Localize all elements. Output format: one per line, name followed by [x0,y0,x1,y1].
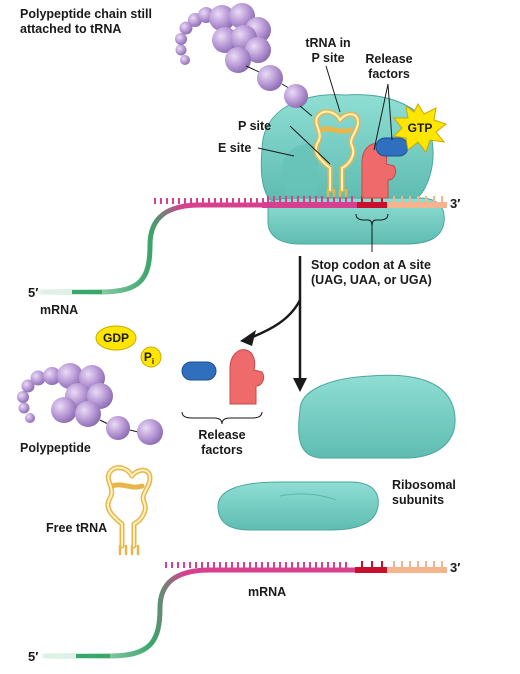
transition-arrows [249,256,302,380]
label-ribosomal-subunits-line1: Ribosomal [392,478,456,492]
release-factors-brace [181,411,263,425]
label-trna-p-site-line1: tRNA in [305,36,351,50]
arrow-head-down [293,378,307,392]
gtp-label: GTP [408,121,433,135]
pointer-lines-top [257,65,393,252]
ribosome-small-subunit [217,481,379,531]
release-factor-blue-top [375,137,409,157]
label-stop-codon: Stop codon at A site (UAG, UAA, or UGA) [311,258,432,288]
label-release-factors-top-line2: factors [368,67,410,81]
label-release-factors-bottom-line2: factors [201,443,243,457]
label-3prime-bottom: 3′ [450,560,461,575]
label-polypeptide-attached-line1: Polypeptide chain still [20,7,152,21]
release-factor-red-bottom [229,349,265,405]
mrna-strand-top [37,198,358,295]
label-release-factors-bottom: Release factors [190,428,254,458]
mrna-strand-bottom [41,561,447,659]
label-stop-codon-line2: (UAG, UAA, or UGA) [311,273,432,287]
gtp-burst [392,102,448,154]
label-stop-codon-line1: Stop codon at A site [311,258,431,272]
label-free-trna: Free tRNA [46,521,108,535]
phosphate-p: P [144,350,152,364]
label-ribosomal-subunits: Ribosomal subunits [392,478,456,508]
polypeptide-free [17,363,163,445]
label-polypeptide: Polypeptide [20,441,91,455]
label-e-site: E site [218,141,252,155]
trna-free-inner [106,466,152,547]
label-5prime-top: 5′ [28,285,39,300]
label-release-factors-top-line1: Release [365,52,413,66]
label-trna-p-site: tRNA in P site [300,36,356,66]
label-5prime-bottom: 5′ [28,649,39,664]
label-trna-p-site-line2: P site [311,51,345,65]
label-polypeptide-attached: Polypeptide chain still attached to tRNA [20,7,152,37]
label-mrna-top: mRNA [40,303,79,317]
trna-free [105,465,153,556]
label-release-factors-top: Release factors [358,52,420,82]
ribosome-large-subunit [298,374,456,459]
release-factor-blue-bottom [181,361,217,381]
polypeptide-chain-top [175,3,313,117]
mrna-5prime-tail-top [44,290,102,294]
label-mrna-bottom: mRNA [248,585,287,599]
arrow-head-left [240,330,256,346]
phosphate-circle [140,346,162,368]
label-3prime-top: 3′ [450,196,461,211]
label-polypeptide-attached-line2: attached to tRNA [20,22,122,36]
label-release-factors-bottom-line1: Release [198,428,246,442]
label-ribosomal-subunits-line2: subunits [392,493,445,507]
label-p-site: P site [238,119,272,133]
phosphate-label: Pi [144,350,154,366]
gdp-oval [95,325,137,351]
phosphate-subscript: i [152,357,154,366]
trna-p-site-inner [314,110,360,191]
gdp-label: GDP [103,331,129,345]
